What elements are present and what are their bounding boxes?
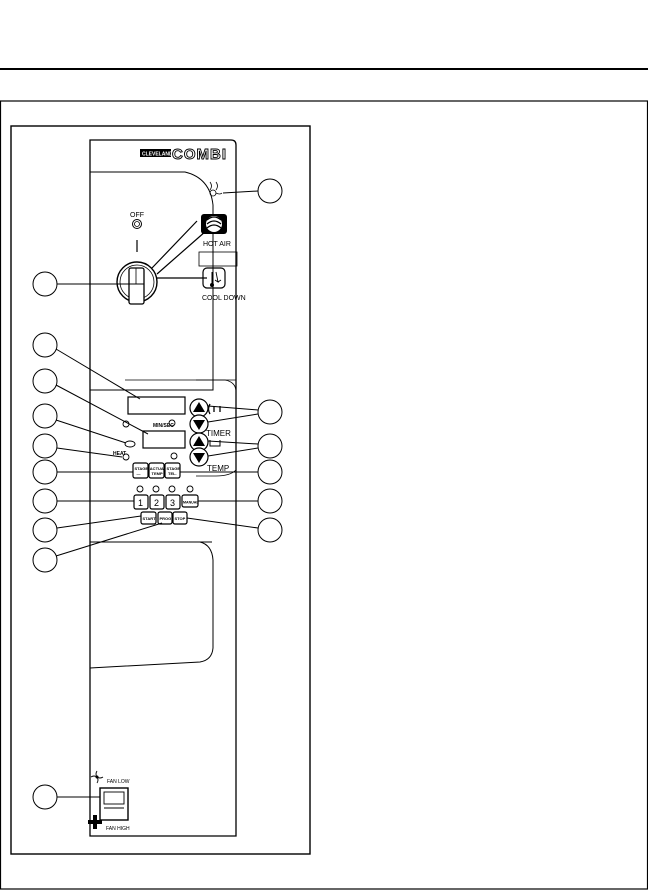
callout-timer-arrows (207, 399, 283, 425)
manual-button[interactable]: MANUAL (181, 494, 199, 508)
callout-mode-indicator (222, 178, 283, 204)
callout-timer-display (32, 332, 141, 400)
fan-high-label: FAN HIGH (106, 826, 130, 832)
program-1-led (136, 485, 144, 493)
control-panel: CLEVELAND COMBI OFF HO (88, 139, 246, 837)
callout-manual-button (198, 488, 283, 514)
svg-text:TEMP: TEMP (152, 471, 163, 476)
callout-temp-display (32, 368, 149, 435)
mode-off-label: OFF (130, 212, 144, 219)
temp-label: TEMP (207, 464, 229, 473)
heat-label: HEAT (113, 451, 126, 457)
svg-text:STOP: STOP (175, 516, 186, 521)
callout-temp-arrows (207, 433, 283, 459)
program-3-led (168, 485, 176, 493)
arrow-housing (196, 379, 237, 477)
fan-speed-switch[interactable] (99, 787, 129, 821)
svg-text:TEL.: TEL. (168, 471, 177, 476)
panel-body (89, 139, 237, 837)
program-2-led (152, 485, 160, 493)
panel-frame (10, 125, 311, 855)
min-sec-label: MIN/SEC (153, 423, 174, 429)
mode-cool-down-label: COOL DOWN (202, 295, 246, 302)
callout-min-sec-led (32, 403, 127, 444)
brand-small-text: CLEVELAND (142, 152, 173, 158)
actual-temp-button[interactable]: ACTUAL TEMP (148, 462, 167, 479)
callout-fan-switch (32, 784, 100, 810)
svg-text:ACTUAL: ACTUAL (150, 466, 167, 471)
min-sec-led-2 (168, 419, 176, 427)
heat-led (124, 440, 136, 448)
fan-high-icon (88, 815, 102, 829)
brand-large-text: COMBI (172, 146, 227, 163)
timer-display (127, 396, 186, 415)
svg-text:1: 1 (138, 498, 143, 508)
callout-stop-button (186, 517, 283, 543)
timer-bracket (207, 403, 221, 415)
svg-text:PROG: PROG (160, 516, 172, 521)
program-1-button[interactable]: 1 (133, 494, 149, 510)
stage-button[interactable]: STAGE — (132, 462, 149, 479)
callout-stage-tel (180, 459, 283, 485)
stage-tel-button[interactable]: STAGE TEL. (164, 462, 181, 479)
svg-text:STAGE: STAGE (167, 466, 181, 471)
cool-down-icon (202, 267, 226, 289)
temp-led (170, 452, 178, 460)
fan-low-label: FAN LOW (107, 779, 130, 785)
fan-low-icon (90, 770, 104, 784)
timer-label: TIMER (206, 429, 231, 438)
callouts-left (32, 271, 163, 810)
svg-text:2: 2 (154, 498, 159, 508)
svg-text:STAGE: STAGE (135, 466, 149, 471)
callout-mode-knob (32, 271, 133, 297)
mode-hot-air-label: HOT AIR (203, 241, 231, 248)
manual-led (186, 485, 194, 493)
prog-button[interactable]: PROG (157, 511, 173, 525)
callout-start-button (32, 515, 142, 543)
figure-frame (0, 100, 648, 890)
off-indicator-icon (132, 219, 142, 229)
callout-stage-button (32, 459, 133, 485)
steam-symbol-icon (209, 181, 223, 197)
callouts-right (180, 178, 283, 543)
callout-prog-button (32, 522, 163, 573)
start-button[interactable]: START (140, 511, 157, 525)
temp-down-button[interactable] (189, 447, 209, 467)
program-3-button[interactable]: 3 (165, 494, 181, 510)
upper-window (90, 171, 214, 391)
timer-up-button[interactable] (189, 398, 209, 418)
callout-heat-led (32, 433, 123, 459)
stop-button[interactable]: STOP (172, 511, 188, 525)
svg-text:—: — (137, 471, 141, 476)
timer-down-button[interactable] (189, 414, 209, 434)
hot-air-window (198, 251, 238, 267)
hot-air-fan-icon (201, 214, 227, 234)
svg-text:MANUAL: MANUAL (183, 501, 199, 505)
temp-bracket (209, 440, 221, 447)
svg-text:START: START (143, 516, 157, 521)
brand-badge (140, 149, 171, 157)
svg-text:3: 3 (170, 498, 175, 508)
mode-selector-knob[interactable] (116, 261, 158, 305)
heat-led-small (122, 453, 130, 461)
program-2-button[interactable]: 2 (149, 494, 165, 510)
lower-window (89, 541, 214, 669)
temp-display (142, 430, 186, 449)
callout-program-1 (32, 488, 134, 514)
